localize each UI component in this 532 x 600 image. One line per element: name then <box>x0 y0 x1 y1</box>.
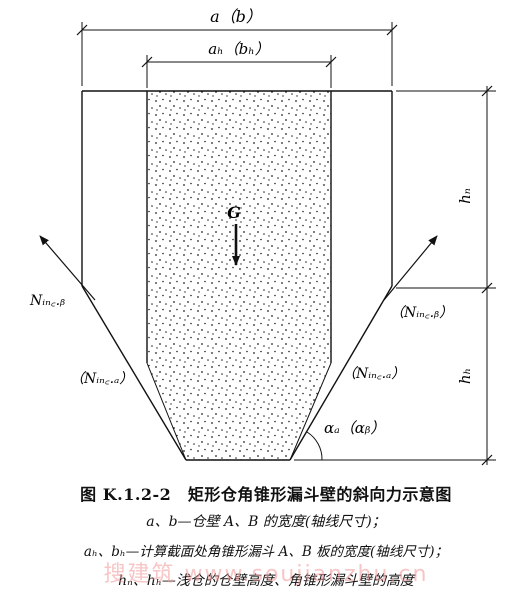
gravity-label: G <box>227 203 241 222</box>
dim-a-tick-right <box>386 24 398 36</box>
ninc-b-paren-label: （Nᵢₙ꜀.ᵦ） <box>390 305 453 321</box>
figure-title: 图 K.1.2-2 矩形仓角锥形漏斗壁的斜向力示意图 <box>80 485 452 504</box>
dim-a-label: a（b） <box>210 7 262 26</box>
dim-h-tick-bottom <box>481 454 493 466</box>
dim-ah-label: aₕ（bₕ） <box>208 40 270 58</box>
force-arrow-right <box>383 235 438 301</box>
ninc-a-right-label: （Nᵢₙ꜀.ₐ） <box>342 366 405 382</box>
dim-a-tick-left <box>76 24 88 36</box>
left-hopper-wall <box>81 285 187 461</box>
dim-hn-label: hₙ <box>456 188 474 204</box>
material-fill <box>147 91 331 460</box>
legend-line-3: hₙ、hₕ—浅仓的仓壁高度、角锥形漏斗壁的高度 <box>118 573 414 589</box>
legend-line-2: aₕ、bₕ—计算截面处角锥形漏斗 A、B 板的宽度(轴线尺寸)； <box>83 544 449 560</box>
alpha-label: αₐ（αᵦ） <box>324 419 385 437</box>
angle-arc <box>306 431 323 461</box>
dim-hh-label: hₕ <box>456 368 474 384</box>
section-taper-left <box>146 362 187 461</box>
dim-ah-tick-right <box>325 56 337 68</box>
dim-h-tick-top <box>481 85 493 97</box>
dim-h-tick-mid <box>481 282 493 294</box>
force-arrow-left <box>39 235 96 301</box>
section-taper-right <box>289 362 332 461</box>
ninc-a-paren-label: （Nᵢₙ꜀.ₐ） <box>70 371 133 387</box>
hopper-diagram: a（b） aₕ（bₕ） hₙ hₕ G Nᵢₙ꜀.ᵦ （Nᵢₙ꜀.ᵦ） （Nᵢₙ… <box>29 7 496 466</box>
right-hopper-wall <box>289 285 393 461</box>
ninc-b-label: Nᵢₙ꜀.ᵦ <box>29 293 65 309</box>
dim-ah-tick-left <box>141 56 153 68</box>
legend-line-1: a、b—仓壁 A、B 的宽度(轴线尺寸)； <box>146 514 386 530</box>
